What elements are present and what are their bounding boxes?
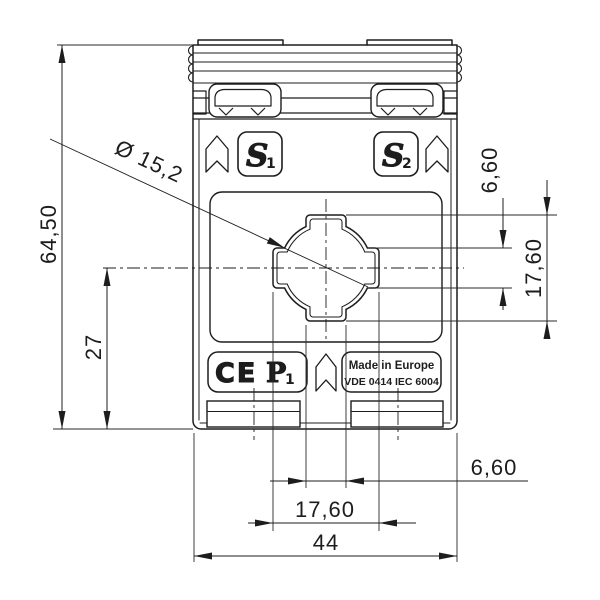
dim-slot-width-right: 6,60 (477, 147, 502, 194)
badge-frame (237, 131, 283, 177)
dim-aperture-diameter: Ø 15,2 (111, 135, 187, 188)
terminal-label-s1-sub: 1 (266, 156, 276, 172)
badge-frame (207, 351, 308, 393)
front-panel (209, 191, 443, 343)
terminal-label-s1: S (246, 138, 268, 174)
screw-notches (380, 107, 428, 116)
arrow-up (543, 321, 551, 339)
terminal-band-endcaps (192, 90, 458, 115)
dim-center-height: 27 (81, 334, 106, 360)
diameter-leader-line (49, 138, 369, 288)
terminal-screw-s1 (208, 83, 282, 118)
ce-mark: CE (215, 358, 257, 389)
origin-label: Made in Europe (349, 360, 435, 372)
arrow-right (439, 552, 457, 560)
chevron-up-icon (205, 135, 229, 173)
arrow-down (58, 411, 66, 429)
arrow-left (346, 477, 364, 485)
p1-mark-sub: 1 (285, 372, 295, 388)
chevron-up-icon (425, 135, 449, 173)
badge-frame (341, 351, 442, 393)
arrow-up (58, 45, 66, 63)
cap-side-ribs-left (187, 45, 194, 83)
terminal-badge-s1: S 1 (237, 131, 283, 177)
screw-head (376, 88, 434, 107)
terminal-label-s2-sub: 2 (402, 156, 412, 172)
arrow-right (288, 477, 306, 485)
foot-right (350, 400, 444, 428)
origin-badge: Made in Europe VDE 0414 IEC 6004 (341, 351, 442, 393)
terminal-badge-s2: S 2 (373, 131, 419, 177)
arrow-down (543, 197, 551, 215)
chevron-up-icon (315, 353, 337, 392)
cap-rib-lines (192, 52, 458, 84)
arrow-down (103, 411, 111, 429)
screw-notches (218, 107, 266, 116)
body-outline (192, 44, 458, 430)
dim-opening-width-bottom: 17,60 (295, 497, 355, 522)
arrow-right (255, 519, 273, 527)
arrow-down (499, 230, 507, 248)
terminal-label-s2: S (382, 138, 404, 174)
arrow-leader (266, 237, 285, 248)
dimension-labels: 64,50 27 Ø 15,2 6,60 17,60 6,60 17,60 44 (36, 135, 546, 555)
dim-slot-width-bottom: 6,60 (471, 455, 518, 480)
screw-body (370, 83, 444, 118)
dim-total-width: 44 (313, 530, 339, 555)
arrow-left (379, 519, 397, 527)
p1-mark: P (266, 358, 286, 389)
terminal-screw-s2 (370, 83, 444, 118)
foot-left (206, 400, 301, 428)
arrow-up (103, 268, 111, 286)
screw-head (214, 88, 272, 107)
cap-side-ribs-right (456, 45, 463, 83)
arrow-up (499, 288, 507, 306)
extension-lines (53, 44, 557, 562)
busbar-aperture-inner (276, 218, 376, 318)
screw-body (208, 83, 282, 118)
dimension-arrows (58, 45, 551, 560)
dim-total-height: 64,50 (36, 204, 61, 264)
centerlines (103, 199, 464, 440)
top-tabs (197, 39, 453, 46)
badge-frame (373, 131, 419, 177)
mounting-feet (206, 400, 444, 428)
standard-label: VDE 0414 IEC 6004 (344, 376, 439, 388)
ce-p1-badge: CE P 1 (207, 351, 308, 393)
dim-opening-height-right: 17,60 (521, 238, 546, 298)
arrow-left (194, 552, 212, 560)
